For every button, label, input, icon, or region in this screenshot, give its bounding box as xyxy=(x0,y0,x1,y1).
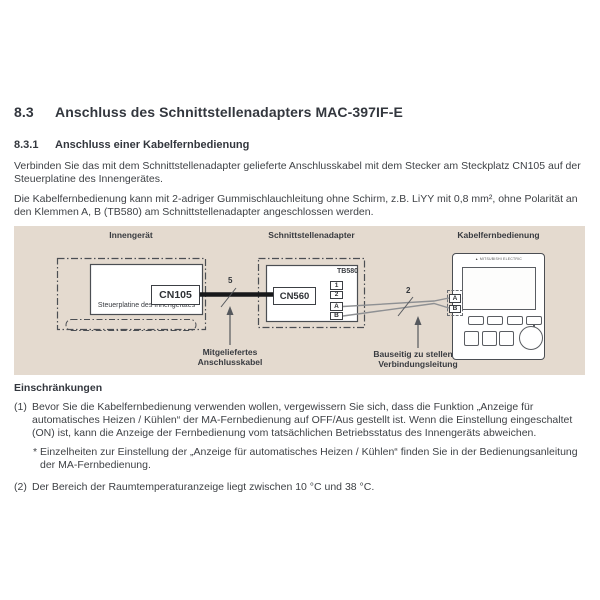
subsection-heading: 8.3.1 Anschluss einer Kabelfernbedienung xyxy=(14,139,249,151)
section-title: Anschluss des Schnittstellenadapters MAC… xyxy=(55,104,403,120)
remote-terminal-a: A xyxy=(449,294,461,303)
remote-controller: ▲ MITSUBISHI ELECTRIC xyxy=(452,253,545,360)
logo-text: MITSUBISHI ELECTRIC xyxy=(479,257,522,261)
arrow-up-icon xyxy=(226,306,234,315)
terminal-block-label: TB580 xyxy=(336,268,358,275)
mitsubishi-logo-icon: ▲ MITSUBISHI ELECTRIC xyxy=(453,257,544,261)
field-cable-wire-count: 2 xyxy=(406,286,411,295)
remote-label: Kabelfernbedienung xyxy=(457,230,540,240)
cable-count-slash-5 xyxy=(220,287,237,308)
restriction-text: Bevor Sie die Kabelfernbedienung verwend… xyxy=(32,401,573,439)
paragraph-cable-spec: Die Kabelfernbedienung kann mit 2-adrige… xyxy=(14,193,578,218)
remote-terminal-outline xyxy=(447,290,463,316)
cable-count-slash-2 xyxy=(397,296,414,317)
remote-terminal-b: B xyxy=(449,304,461,313)
paragraph-connection: Verbinden Sie das mit dem Schnittstellen… xyxy=(14,160,581,185)
restriction-footnote: * Einzelheiten zur Einstellung der „Anze… xyxy=(33,446,586,472)
adapter-label: Schnittstellenadapter xyxy=(268,230,355,240)
section-number: 8.3 xyxy=(14,104,34,120)
connector-cn560: CN560 xyxy=(273,287,316,305)
list-marker: * xyxy=(33,446,38,458)
remote-button xyxy=(481,331,497,346)
indoor-unit-bottom-detail xyxy=(65,319,197,331)
field-wire-a xyxy=(342,297,450,308)
supplied-cable-wire-count: 5 xyxy=(228,276,233,285)
indoor-unit-label: Innengerät xyxy=(109,230,153,240)
remote-dial-knob xyxy=(519,324,543,350)
subsection-number: 8.3.1 xyxy=(14,139,39,151)
adapter-terminal-a: A xyxy=(330,302,343,311)
remote-button xyxy=(464,331,479,346)
remote-button xyxy=(487,316,504,325)
remote-button xyxy=(506,316,523,325)
list-marker: (1) xyxy=(14,401,27,413)
connector-cn105: CN105 xyxy=(151,285,200,305)
remote-button xyxy=(499,331,514,346)
adapter-terminal-b: B xyxy=(330,311,343,320)
list-marker: (2) xyxy=(14,481,27,493)
logo-mark-icon: ▲ xyxy=(475,257,479,261)
control-board-label: Steuerplatine des Innengerätes xyxy=(97,302,196,309)
section-heading: 8.3 Anschluss des Schnittstellenadapters… xyxy=(14,104,403,120)
dial-marker xyxy=(533,324,535,327)
field-wire-b xyxy=(342,302,450,317)
restriction-item: (1) Bevor Sie die Kabelfernbedienung ver… xyxy=(14,401,586,440)
field-cable-caption: Bauseitig zu stellende Verbindungsleitun… xyxy=(373,349,463,369)
arrow-up-icon xyxy=(414,316,422,325)
adapter-terminal-2: 2 xyxy=(330,290,343,299)
indoor-unit-outline xyxy=(56,257,207,331)
restriction-text: Der Bereich der Raumtemperaturanzeige li… xyxy=(32,481,375,493)
wiring-diagram: Innengerät Schnittstellenadapter Kabelfe… xyxy=(14,226,585,375)
restrictions-title: Einschränkungen xyxy=(14,382,103,394)
remote-button xyxy=(468,316,484,325)
restriction-item: (2) Der Bereich der Raumtemperaturanzeig… xyxy=(14,481,586,494)
remote-display xyxy=(462,267,536,310)
restriction-text: Einzelheiten zur Einstellung der „Anzeig… xyxy=(40,446,578,471)
subsection-title: Anschluss einer Kabelfernbedienung xyxy=(55,139,250,151)
adapter-terminal-1: 1 xyxy=(330,281,343,290)
supplied-cable-caption: Mitgeliefertes Anschlusskabel xyxy=(197,347,263,367)
